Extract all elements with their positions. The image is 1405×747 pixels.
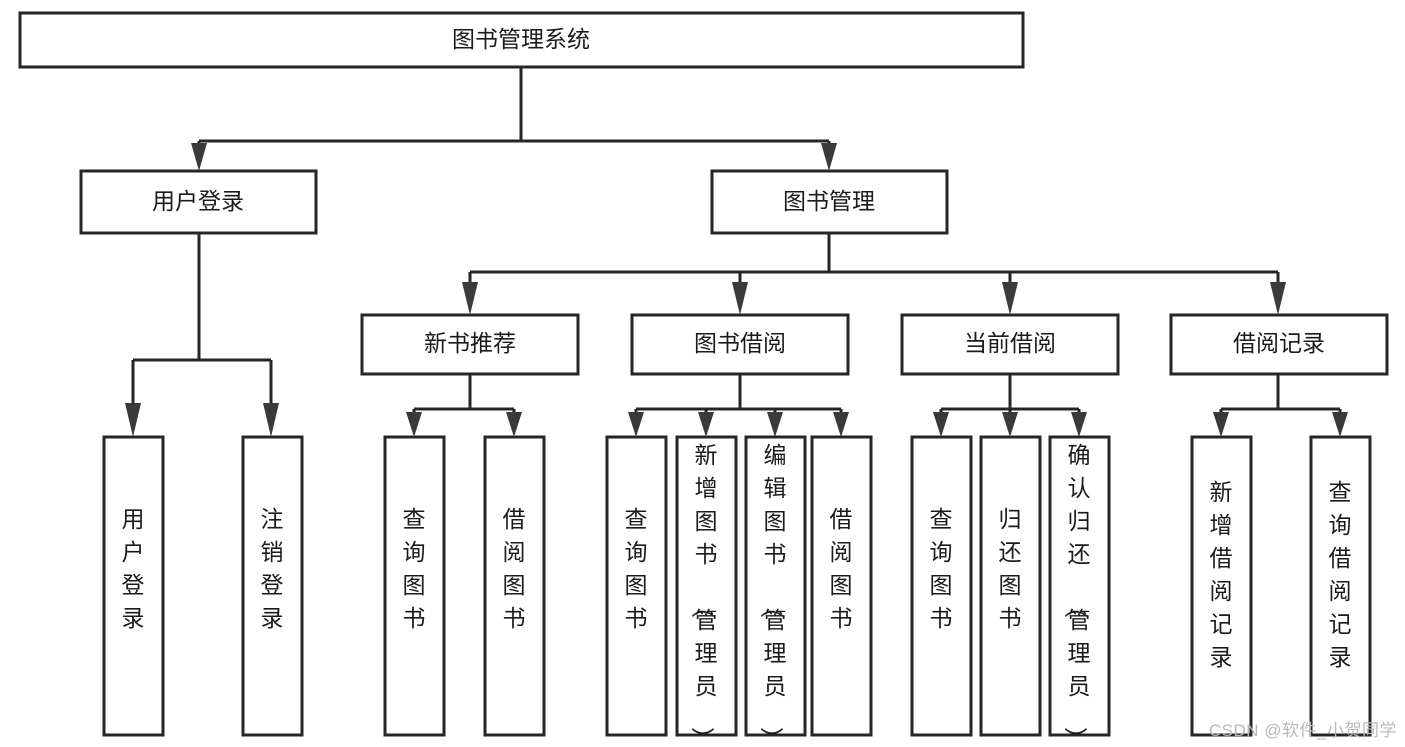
node-current-borrow[interactable]: 当前借阅 (900, 313, 1120, 376)
leaf-current-borrow-query-box (910, 435, 973, 737)
node-user-login-box (79, 169, 318, 235)
node-new-book-recommend-label: 新书推荐 (424, 330, 516, 356)
leaf-current-borrow-query-label: 查询图书 (930, 506, 953, 631)
node-book-borrow[interactable]: 图书借阅 (630, 313, 850, 376)
leaf-user-login-login[interactable]: 用户登录 (102, 435, 165, 737)
leaf-borrow-record-add-box (1190, 435, 1253, 737)
node-new-book-recommend-box (360, 313, 580, 376)
node-current-borrow-label: 当前借阅 (964, 330, 1056, 356)
arrow-currentborrow-leaf-2 (1002, 412, 1018, 437)
leaf-current-borrow-return-label: 归还图书 (999, 506, 1022, 631)
arrow-bookmgmt-to-borrow-record (1270, 282, 1286, 315)
arrow-currentborrow-leaf-3 (1071, 412, 1087, 437)
leaf-book-borrow-add-label: 新增图书（管理员） (690, 442, 718, 747)
arrow-currentborrow-leaf-1 (933, 412, 949, 437)
arrow-bookmgmt-to-current-borrow (1002, 282, 1018, 315)
leaf-current-borrow-return-box (979, 435, 1042, 737)
node-borrow-record-label: 借阅记录 (1233, 330, 1325, 356)
leaf-current-borrow-confirm-label: 确认归还（管理员） (1063, 442, 1091, 747)
leaf-book-borrow-query[interactable]: 查询图书 (605, 435, 668, 737)
leaf-new-book-query[interactable]: 查询图书 (383, 435, 446, 737)
leaf-borrow-record-query-label: 查询借阅记录 (1329, 479, 1352, 670)
arrow-bookmgmt-to-new-book (462, 282, 478, 315)
node-root-system-label: 图书管理系统 (452, 26, 590, 52)
leaf-borrow-record-query-box (1309, 435, 1372, 737)
node-book-management-box (710, 169, 949, 235)
node-borrow-record[interactable]: 借阅记录 (1169, 313, 1389, 376)
leaf-user-login-login-box (102, 435, 165, 737)
leaf-book-borrow-edit[interactable]: 编辑图书（管理员） (744, 435, 807, 747)
leaf-current-borrow-return[interactable]: 归还图书 (979, 435, 1042, 737)
leaf-book-borrow-query-label: 查询图书 (625, 506, 648, 631)
arrow-borrowrecord-leaf-2 (1332, 412, 1348, 437)
edges-layer (125, 67, 1348, 437)
leaf-book-borrow-add-box (675, 435, 738, 737)
node-borrow-record-box (1169, 313, 1389, 376)
arrow-userlogin-leaf-1 (125, 403, 141, 437)
arrow-userlogin-leaf-2 (263, 403, 279, 437)
arrow-root-to-book-mgmt (821, 143, 837, 171)
leaf-new-book-borrow[interactable]: 借阅图书 (483, 435, 546, 737)
leaf-user-login-logout-box (241, 435, 304, 737)
node-book-management[interactable]: 图书管理 (710, 169, 949, 235)
node-book-borrow-box (630, 313, 850, 376)
node-root-system-box (18, 11, 1025, 69)
node-new-book-recommend[interactable]: 新书推荐 (360, 313, 580, 376)
arrow-root-to-user-login (191, 143, 207, 171)
node-user-login[interactable]: 用户登录 (79, 169, 318, 235)
arrow-bookborrow-leaf-1 (628, 412, 644, 437)
leaf-current-borrow-confirm[interactable]: 确认归还（管理员） (1048, 435, 1111, 747)
node-root-system[interactable]: 图书管理系统 (18, 11, 1025, 69)
arrow-bookborrow-leaf-3 (767, 412, 783, 437)
leaf-user-login-logout[interactable]: 注销登录 (241, 435, 304, 737)
leaf-new-book-query-box (383, 435, 446, 737)
leaf-current-borrow-query[interactable]: 查询图书 (910, 435, 973, 737)
leaf-book-borrow-edit-box (744, 435, 807, 737)
arrow-newbook-leaf-2 (506, 412, 522, 437)
leaf-borrow-record-query[interactable]: 查询借阅记录 (1309, 435, 1372, 737)
leaf-book-borrow-borrow-label: 借阅图书 (830, 506, 853, 631)
arrow-bookmgmt-to-book-borrow (732, 282, 748, 315)
leaf-book-borrow-add[interactable]: 新增图书（管理员） (675, 435, 738, 747)
node-book-borrow-label: 图书借阅 (694, 330, 786, 356)
leaf-new-book-borrow-label: 借阅图书 (503, 506, 526, 631)
leaf-current-borrow-confirm-box (1048, 435, 1111, 737)
node-user-login-label: 用户登录 (152, 188, 244, 214)
leaf-book-borrow-edit-label: 编辑图书（管理员） (759, 442, 787, 747)
arrow-bookborrow-leaf-2 (698, 412, 714, 437)
leaf-borrow-record-add-label: 新增借阅记录 (1210, 479, 1233, 670)
arrow-newbook-leaf-1 (406, 412, 422, 437)
leaf-new-book-borrow-box (483, 435, 546, 737)
leaf-borrow-record-add[interactable]: 新增借阅记录 (1190, 435, 1253, 737)
leaf-user-login-logout-label: 注销登录 (261, 506, 284, 631)
leaf-new-book-query-label: 查询图书 (403, 506, 426, 631)
node-current-borrow-box (900, 313, 1120, 376)
arrow-borrowrecord-leaf-1 (1213, 412, 1229, 437)
node-book-management-label: 图书管理 (783, 188, 875, 214)
leaf-book-borrow-borrow-box (810, 435, 873, 737)
leaf-user-login-login-label: 用户登录 (122, 506, 145, 631)
leaf-book-borrow-borrow[interactable]: 借阅图书 (810, 435, 873, 737)
arrow-bookborrow-leaf-4 (833, 412, 849, 437)
leaf-book-borrow-query-box (605, 435, 668, 737)
